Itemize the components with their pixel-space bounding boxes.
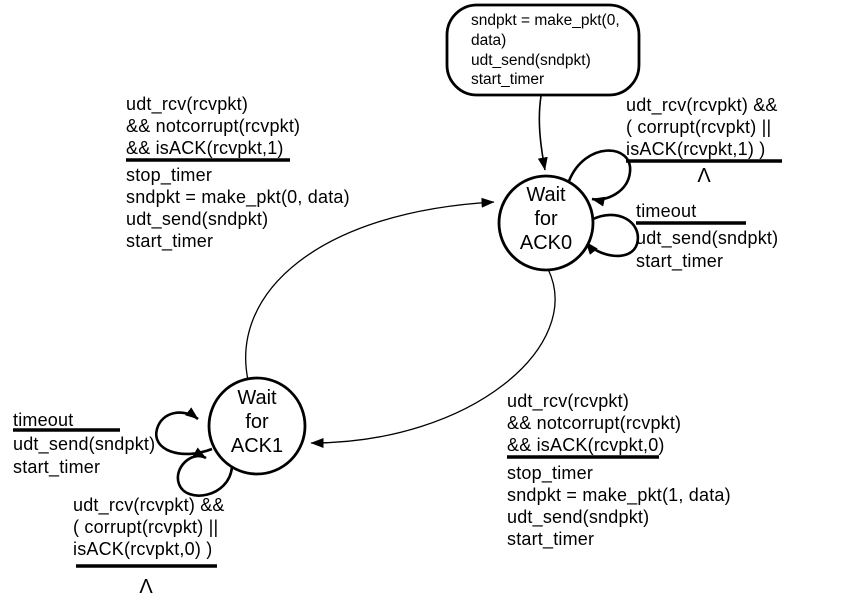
event-line: && isACK(rcvpkt,0) [507, 435, 665, 455]
event-line: udt_rcv(rcvpkt) && [73, 495, 225, 516]
initial-transition-arrow [537, 95, 548, 171]
ack0-timeout-self-loop-upper [567, 149, 632, 207]
action-line: start_timer [636, 251, 723, 272]
action-line: stop_timer [507, 463, 593, 484]
action-line: udt_send(sndpkt) [126, 209, 268, 230]
action-line: start_timer [126, 231, 213, 252]
action-line: start_timer [13, 457, 100, 478]
ack1-corrupt-self-loop-lower [176, 447, 234, 497]
state-wait-ack1-label: ACK1 [231, 435, 283, 457]
state-wait-ack1-circle [207, 376, 307, 476]
initial-action-box-outline [445, 3, 641, 97]
event-line: && isACK(rcvpkt,1) [126, 138, 284, 158]
initial-action-line: sndpkt = make_pkt(0, [471, 12, 620, 29]
transition-label-ack1-self-timeout: timeout udt_send(sndpkt) start_timer [13, 410, 155, 478]
state-wait-ack0-label: for [534, 208, 558, 230]
event-line: udt_rcv(rcvpkt) [126, 94, 248, 115]
action-line: udt_send(sndpkt) [636, 228, 778, 249]
action-line: udt_send(sndpkt) [507, 507, 649, 528]
initial-action-box: sndpkt = make_pkt(0, data) udt_send(sndp… [445, 3, 641, 97]
ack0-timeout-self-loop-lower [584, 213, 640, 258]
event-line: ( corrupt(rcvpkt) || [73, 517, 218, 537]
lambda-no-action: Λ [697, 165, 711, 187]
state-wait-ack0-circle [497, 174, 595, 272]
initial-action-line: data) [471, 32, 506, 49]
transition-label-ack0-self-timeout: timeout udt_send(sndpkt) start_timer [636, 201, 778, 272]
state-wait-ack1: Wait for ACK1 [207, 376, 307, 476]
transition-label-ack1-to-ack0: udt_rcv(rcvpkt) && notcorrupt(rcvpkt) &&… [126, 94, 350, 252]
state-wait-ack0-label: Wait [526, 184, 566, 206]
transition-arrow-ack0-to-ack1 [310, 268, 556, 448]
state-wait-ack1-label: Wait [237, 387, 277, 409]
state-wait-ack0: Wait for ACK0 [497, 174, 595, 272]
initial-action-line: udt_send(sndpkt) [471, 52, 591, 69]
event-line: udt_rcv(rcvpkt) [507, 391, 629, 412]
initial-action-line: start_timer [471, 71, 544, 88]
state-wait-ack0-label: ACK0 [520, 232, 572, 254]
state-wait-ack1-label: for [245, 411, 269, 433]
transition-label-ack0-to-ack1: udt_rcv(rcvpkt) && notcorrupt(rcvpkt) &&… [507, 391, 731, 550]
lambda-no-action: Λ [139, 576, 153, 598]
event-line: isACK(rcvpkt,1) ) [626, 139, 765, 159]
transition-arrow-ack1-to-ack0 [245, 197, 495, 381]
event-line: timeout [636, 201, 696, 221]
event-line: timeout [13, 410, 73, 430]
event-line: && notcorrupt(rcvpkt) [507, 413, 681, 433]
event-line: && notcorrupt(rcvpkt) [126, 116, 300, 136]
event-line: ( corrupt(rcvpkt) || [626, 117, 771, 137]
event-line: isACK(rcvpkt,0) ) [73, 539, 212, 559]
event-line: udt_rcv(rcvpkt) && [626, 95, 778, 116]
action-line: sndpkt = make_pkt(0, data) [126, 187, 350, 208]
action-line: start_timer [507, 529, 594, 550]
transition-label-ack0-self-corrupt: udt_rcv(rcvpkt) && ( corrupt(rcvpkt) || … [626, 95, 782, 187]
transition-label-ack1-self-corrupt: udt_rcv(rcvpkt) && ( corrupt(rcvpkt) || … [73, 495, 225, 598]
ack1-corrupt-self-loop-upper [154, 407, 213, 456]
action-line: stop_timer [126, 165, 212, 186]
action-line: udt_send(sndpkt) [13, 434, 155, 455]
action-line: sndpkt = make_pkt(1, data) [507, 485, 731, 506]
